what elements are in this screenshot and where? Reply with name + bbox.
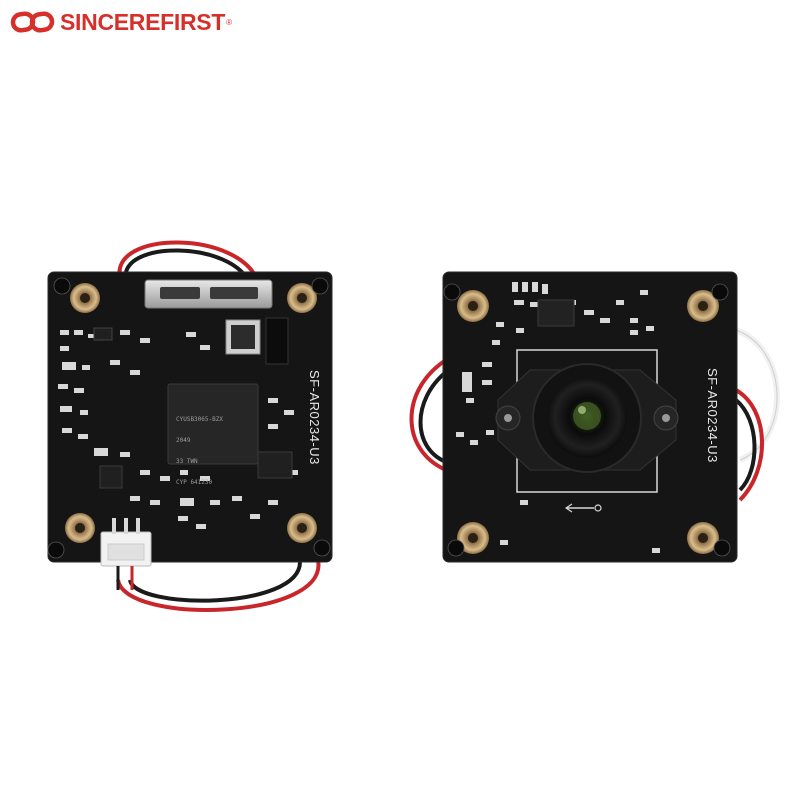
usb-controller-chip [167,383,259,465]
black-wire [734,398,757,492]
chip-line-4: CYP 641230 [176,479,213,486]
chip-line-1: CYUSB3065-BZX [176,416,223,423]
front-board [409,271,780,563]
red-wire [734,388,764,502]
screw [47,277,331,559]
back-board [47,240,333,612]
red-wire [409,358,448,472]
red-wire-bottom [116,559,321,612]
chip-line-2: 2049 [176,437,191,444]
chip-marking: CYUSB3065-BZX 2049 33 TWN CYP 641230 [176,402,223,500]
brand-logo: SINCEREFIRST ® [10,8,232,36]
black-wire-bottom [128,561,302,603]
red-wire-top [117,240,260,283]
black-wire [418,370,448,464]
back-board-label: SF-AR0234-U3 [307,370,322,465]
front-board-label: SF-AR0234-U3 [705,368,720,463]
chip-line-3: 33 TWN [176,458,198,465]
chain-link-icon [10,11,55,33]
black-wire-top [123,248,252,285]
registered-mark: ® [226,17,232,27]
brand-name: SINCEREFIRST [60,9,226,35]
